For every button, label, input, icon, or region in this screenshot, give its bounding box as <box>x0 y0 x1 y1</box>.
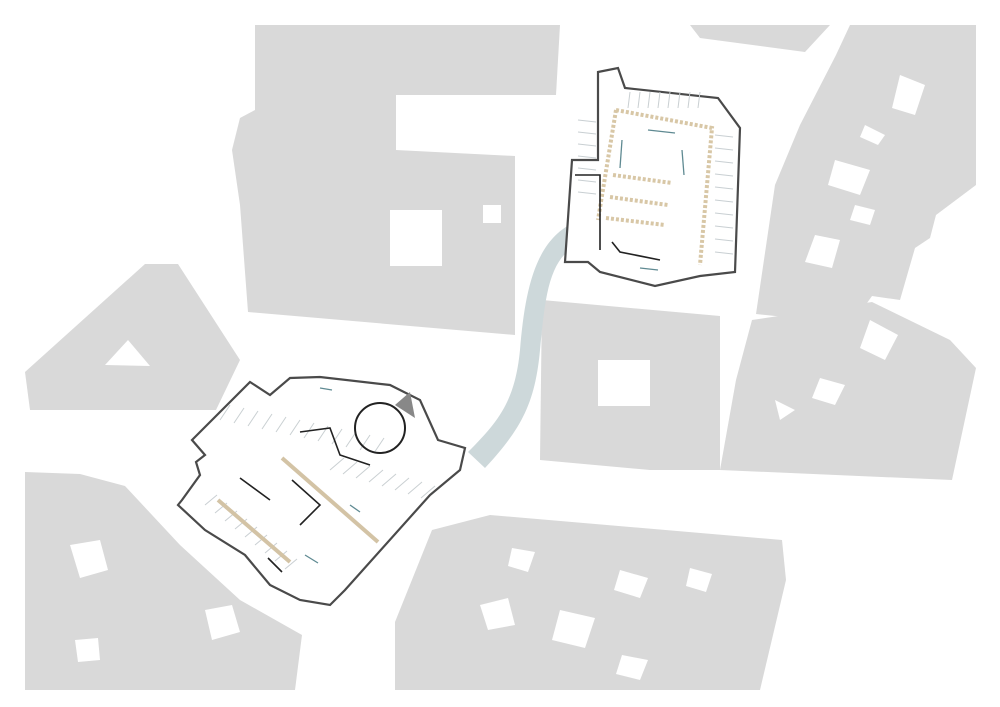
parking-stall-line <box>329 457 345 471</box>
parking-stall-line <box>657 91 661 109</box>
parking-stall-line <box>373 437 385 454</box>
courtyard <box>508 548 535 572</box>
parking-stall-line <box>714 251 734 255</box>
parking-stall-line <box>677 91 681 109</box>
courtyard <box>860 320 898 360</box>
parking-stall-line <box>289 419 301 436</box>
parking-stall-line <box>381 473 397 487</box>
parking-stall-line <box>647 91 651 109</box>
parking-stall-line <box>714 199 734 203</box>
courtyard <box>614 570 648 598</box>
courtyard <box>805 235 840 268</box>
parking-stall-line <box>667 91 671 109</box>
parking-stall-line <box>420 485 436 499</box>
parking-stall-line <box>714 173 734 177</box>
courtyard <box>686 568 712 592</box>
parking-stall-line <box>577 191 597 195</box>
parking-stall-line <box>714 134 734 138</box>
courtyard <box>860 125 885 145</box>
courtyard <box>70 540 108 578</box>
parking-stall-line <box>577 179 597 183</box>
parking-stall-line <box>219 404 231 421</box>
parking-stall-line <box>254 534 268 546</box>
courtyard <box>775 400 795 420</box>
courtyard <box>75 638 100 662</box>
parking-stall-line <box>637 91 641 109</box>
parking-stall-line <box>247 410 259 427</box>
building-block-west <box>25 264 240 410</box>
parking-stall-line <box>577 119 597 123</box>
parking-stall-line <box>577 155 597 159</box>
building-block-south-west <box>25 472 302 690</box>
parking-stall-line <box>577 167 597 171</box>
parking-stall-line <box>714 186 734 190</box>
courtyard <box>616 655 648 680</box>
courtyard <box>892 75 925 115</box>
courtyard <box>483 205 501 223</box>
courtyard <box>552 610 595 648</box>
parking-stall-line <box>355 465 371 479</box>
courtyard <box>598 360 650 406</box>
parking-level-south <box>176 375 467 607</box>
parking-stall-line <box>697 91 701 109</box>
parking-stall-line <box>261 413 273 430</box>
courtyard <box>850 205 875 225</box>
parking-stall-line <box>345 431 357 448</box>
parking-stall-line <box>714 160 734 164</box>
parking-stall-line <box>233 407 245 424</box>
parking-stall-line <box>284 558 298 570</box>
building-block-east <box>720 302 976 480</box>
parking-stall-line <box>714 238 734 242</box>
parking-stall-line <box>627 91 631 109</box>
parking-stall-line <box>275 416 287 433</box>
parking-stall-line <box>714 225 734 229</box>
parking-level-north <box>563 66 742 288</box>
parking-stall-line <box>577 131 597 135</box>
connecting-tunnel <box>468 222 578 468</box>
courtyard <box>828 160 870 195</box>
parking-stall-line <box>368 469 384 483</box>
building-block-north-west <box>232 25 560 335</box>
building-block-south <box>395 515 786 690</box>
parking-stall-line <box>359 434 371 451</box>
surrounding-buildings <box>25 25 976 690</box>
parking-stall-line <box>687 91 691 109</box>
courtyard <box>205 605 240 640</box>
courtyard <box>105 340 150 366</box>
building-strip-north <box>690 25 830 52</box>
parking-stall-line <box>407 481 423 495</box>
parking-stall-line <box>714 147 734 151</box>
parking-stall-line <box>204 494 218 506</box>
parking-stall-line <box>714 212 734 216</box>
parking-stall-line <box>244 526 258 538</box>
parking-stall-line <box>342 461 358 475</box>
parking-outline-north <box>563 66 742 288</box>
courtyard <box>390 210 442 266</box>
parking-stall-line <box>394 477 410 491</box>
parking-stall-line <box>331 428 343 445</box>
parking-stall-line <box>577 143 597 147</box>
courtyard <box>812 378 845 405</box>
courtyard <box>480 598 515 630</box>
